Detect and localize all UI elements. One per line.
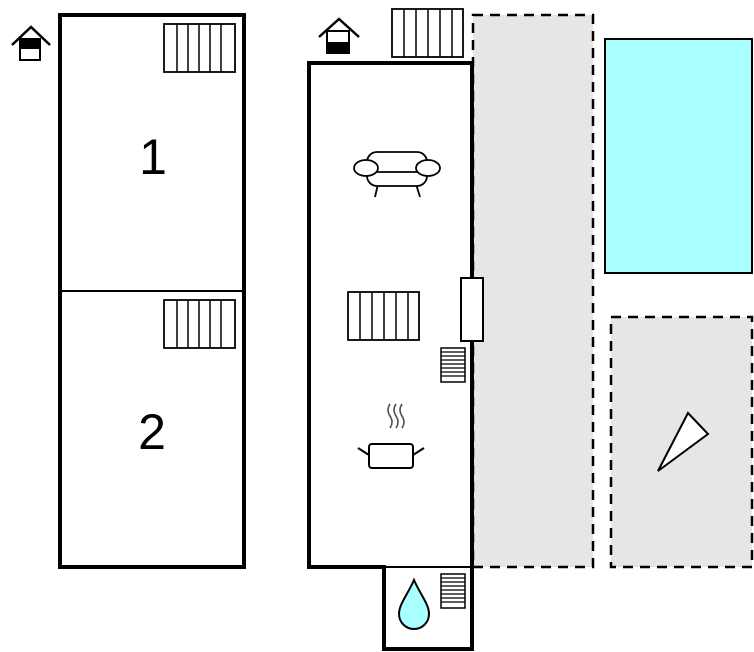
- bed-icon: [163, 299, 236, 349]
- cooking-pot-body: [357, 443, 425, 469]
- door-icon: [460, 277, 484, 342]
- pennant-flag-icon: [657, 411, 710, 472]
- room-number-1: 1: [139, 129, 167, 185]
- ground-floor-outline: [307, 61, 474, 651]
- water-drop-icon: [397, 577, 431, 630]
- stairs-icon: [440, 573, 466, 609]
- stairs-icon: [440, 347, 466, 383]
- bed-icon: [347, 291, 420, 341]
- ground-floor-level-icon: [318, 17, 360, 54]
- bed-icon: [163, 23, 236, 73]
- room-number-2: 2: [138, 404, 166, 460]
- sofa-icon: [353, 151, 441, 198]
- bed-icon: [391, 8, 464, 58]
- pool: [604, 38, 753, 274]
- terrace-area: [471, 13, 595, 569]
- cooking-pot-icon: [387, 403, 405, 429]
- upper-floor-level-icon: [11, 25, 51, 61]
